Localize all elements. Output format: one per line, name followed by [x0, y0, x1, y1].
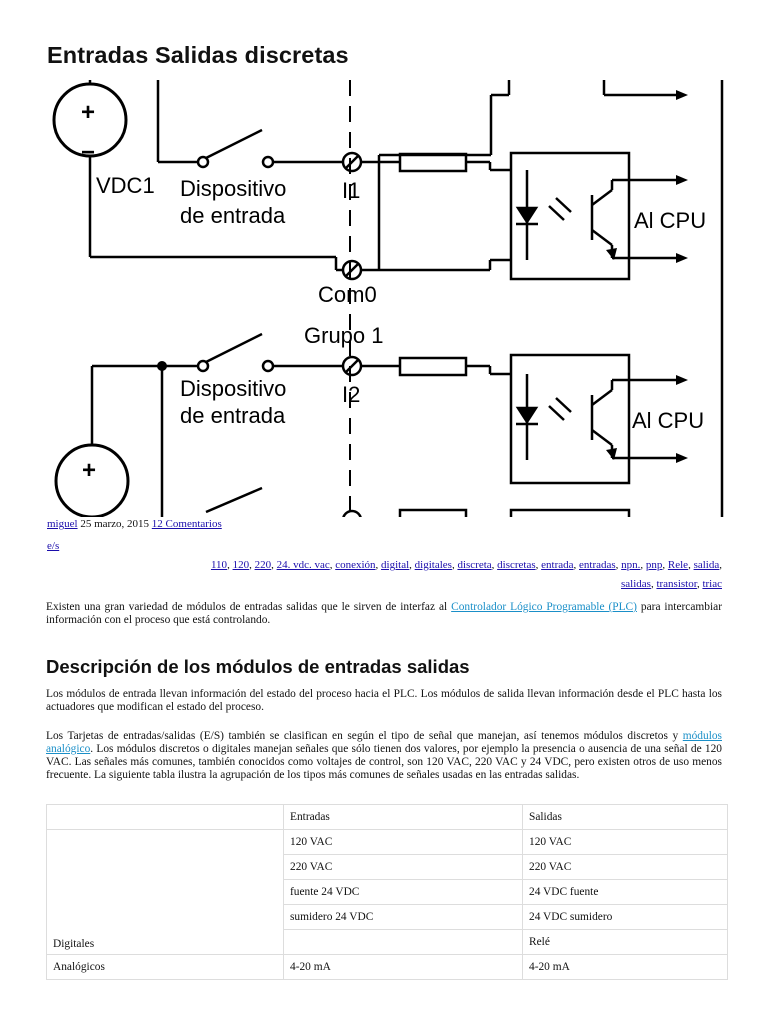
table-cell: 120 VAC — [522, 829, 728, 855]
al-cpu-label-2: Al CPU — [632, 408, 704, 433]
tag-separator: , — [688, 559, 694, 571]
tag-link[interactable]: digitales — [414, 559, 452, 571]
grupo1-label: Grupo 1 — [304, 323, 384, 348]
table-row: Digitales 120 VAC 120 VAC — [46, 829, 728, 955]
tag-separator: , — [615, 559, 622, 571]
tag-separator: , — [640, 559, 646, 571]
tag-separator: , — [329, 559, 336, 571]
tag-link[interactable]: 24. vdc. vac — [276, 559, 330, 571]
table-row: Relé — [47, 929, 728, 955]
tag-separator: , — [271, 559, 277, 571]
page-title: Entradas Salidas discretas — [47, 42, 349, 68]
com0-label: Com0 — [318, 282, 377, 307]
table-cell: Relé — [522, 929, 728, 955]
tag-separator: , — [573, 559, 579, 571]
table-cell: 24 VDC fuente — [522, 879, 728, 905]
intro-text-after: para intercambiar información con el pro… — [46, 601, 722, 626]
tag-link[interactable]: triac — [702, 578, 722, 590]
post-category: e/s — [47, 540, 59, 552]
tag-separator: , — [491, 559, 498, 571]
tag-link[interactable]: discretas — [497, 559, 536, 571]
tag-separator: , — [535, 559, 542, 571]
plus-label-2: + — [82, 457, 96, 484]
table-cell: 220 VAC — [522, 854, 728, 880]
table-cell: sumidero 24 VDC — [283, 904, 523, 930]
table-cell: Analógicos — [46, 954, 284, 980]
intro-paragraph: Existen una gran variedad de módulos de … — [46, 601, 722, 627]
table-cell: 220 VAC — [283, 854, 523, 880]
vdc1-label: VDC1 — [96, 173, 155, 198]
tag-separator: , — [249, 559, 255, 571]
tag-link[interactable]: Rele — [667, 559, 689, 571]
tag-link[interactable]: entradas — [579, 559, 616, 571]
tag-link[interactable]: 120 — [232, 559, 250, 571]
tag-separator: , — [227, 559, 233, 571]
section-heading: Descripción de los módulos de entradas s… — [46, 656, 470, 677]
table-row: 220 VAC 220 VAC — [47, 854, 728, 880]
post-date: 25 marzo, 2015 — [80, 518, 150, 530]
minus-label-1: − — [81, 139, 95, 166]
tag-separator: , — [719, 559, 722, 571]
tag-link[interactable]: salidas — [621, 578, 651, 590]
table-header-row: Entradas Salidas — [46, 804, 728, 830]
author-link[interactable]: miguel — [47, 518, 78, 530]
tag-link[interactable]: transistor — [656, 578, 697, 590]
table-row: fuente 24 VDC 24 VDC fuente — [47, 879, 728, 905]
table-cell: 4-20 mA — [522, 954, 728, 980]
tag-separator: , — [650, 578, 657, 590]
tag-link[interactable]: 220 — [254, 559, 272, 571]
table-row: sumidero 24 VDC 24 VDC sumidero — [47, 904, 728, 930]
tag-link[interactable]: 110 — [210, 559, 228, 571]
tag-link[interactable]: entrada — [541, 559, 574, 571]
tag-separator: , — [696, 578, 703, 590]
i1-label: I1 — [342, 178, 360, 203]
de-entrada-label-2: de entrada — [180, 403, 286, 428]
modules-paragraph: Los módulos de entrada llevan informació… — [46, 688, 722, 713]
tag-link[interactable]: salida — [693, 559, 720, 571]
tag-link[interactable]: discreta — [457, 559, 492, 571]
signal-types-table: Entradas Salidas Digitales 120 VAC 120 V… — [46, 804, 728, 980]
types-paragraph: Los Tarjetas de entradas/salidas (E/S) t… — [46, 730, 722, 782]
analog-modules-link[interactable]: módulos analógico — [46, 730, 722, 755]
tag-link[interactable]: conexión — [335, 559, 376, 571]
table-cell — [283, 929, 523, 955]
optocoupler-1 — [509, 151, 631, 281]
table-row: Analógicos 4-20 mA 4-20 mA — [46, 954, 728, 980]
plus-label-1: + — [81, 99, 95, 126]
intro-text-before: Existen una gran variedad de módulos de … — [46, 601, 452, 613]
wiring-diagram: + − VDC1 Dispositivo de entrada I1 Com0 … — [52, 80, 724, 517]
tag-separator: , — [451, 559, 458, 571]
category-link[interactable]: e/s — [47, 540, 60, 552]
de-entrada-label-1: de entrada — [180, 203, 286, 228]
table-cell: 24 VDC sumidero — [522, 904, 728, 930]
types-text-after: . Los módulos discretos o digitales mane… — [46, 743, 722, 781]
tag-link[interactable]: pnp — [645, 559, 663, 571]
table-header-cell: Salidas — [522, 804, 728, 830]
digital-label-cell: Digitales — [46, 829, 284, 955]
table-cell: 120 VAC — [283, 829, 523, 855]
i2-label: I2 — [342, 382, 360, 407]
types-text-before: Los Tarjetas de entradas/salidas (E/S) t… — [46, 730, 683, 742]
optocoupler-2 — [509, 353, 631, 485]
plc-link[interactable]: Controlador Lógico Programable (PLC) — [451, 601, 637, 613]
al-cpu-label-1: Al CPU — [634, 208, 706, 233]
tag-separator: , — [662, 559, 668, 571]
tag-link[interactable]: digital — [381, 559, 410, 571]
tag-separator: , — [409, 559, 415, 571]
dispositivo-label-2: Dispositivo — [180, 376, 286, 401]
table-header-cell — [46, 804, 284, 830]
comments-link[interactable]: 12 Comentarios — [151, 518, 222, 530]
table-header-cell: Entradas — [283, 804, 523, 830]
dispositivo-label-1: Dispositivo — [180, 176, 286, 201]
tag-separator: , — [375, 559, 382, 571]
table-cell: 4-20 mA — [283, 954, 523, 980]
tag-link[interactable]: npn. — [621, 559, 641, 571]
table-cell: fuente 24 VDC — [283, 879, 523, 905]
tag-list: 110, 120, 220, 24. vdc. vac, conexión, d… — [202, 556, 722, 594]
post-meta: miguel 25 marzo, 2015 12 Comentarios — [47, 518, 222, 530]
